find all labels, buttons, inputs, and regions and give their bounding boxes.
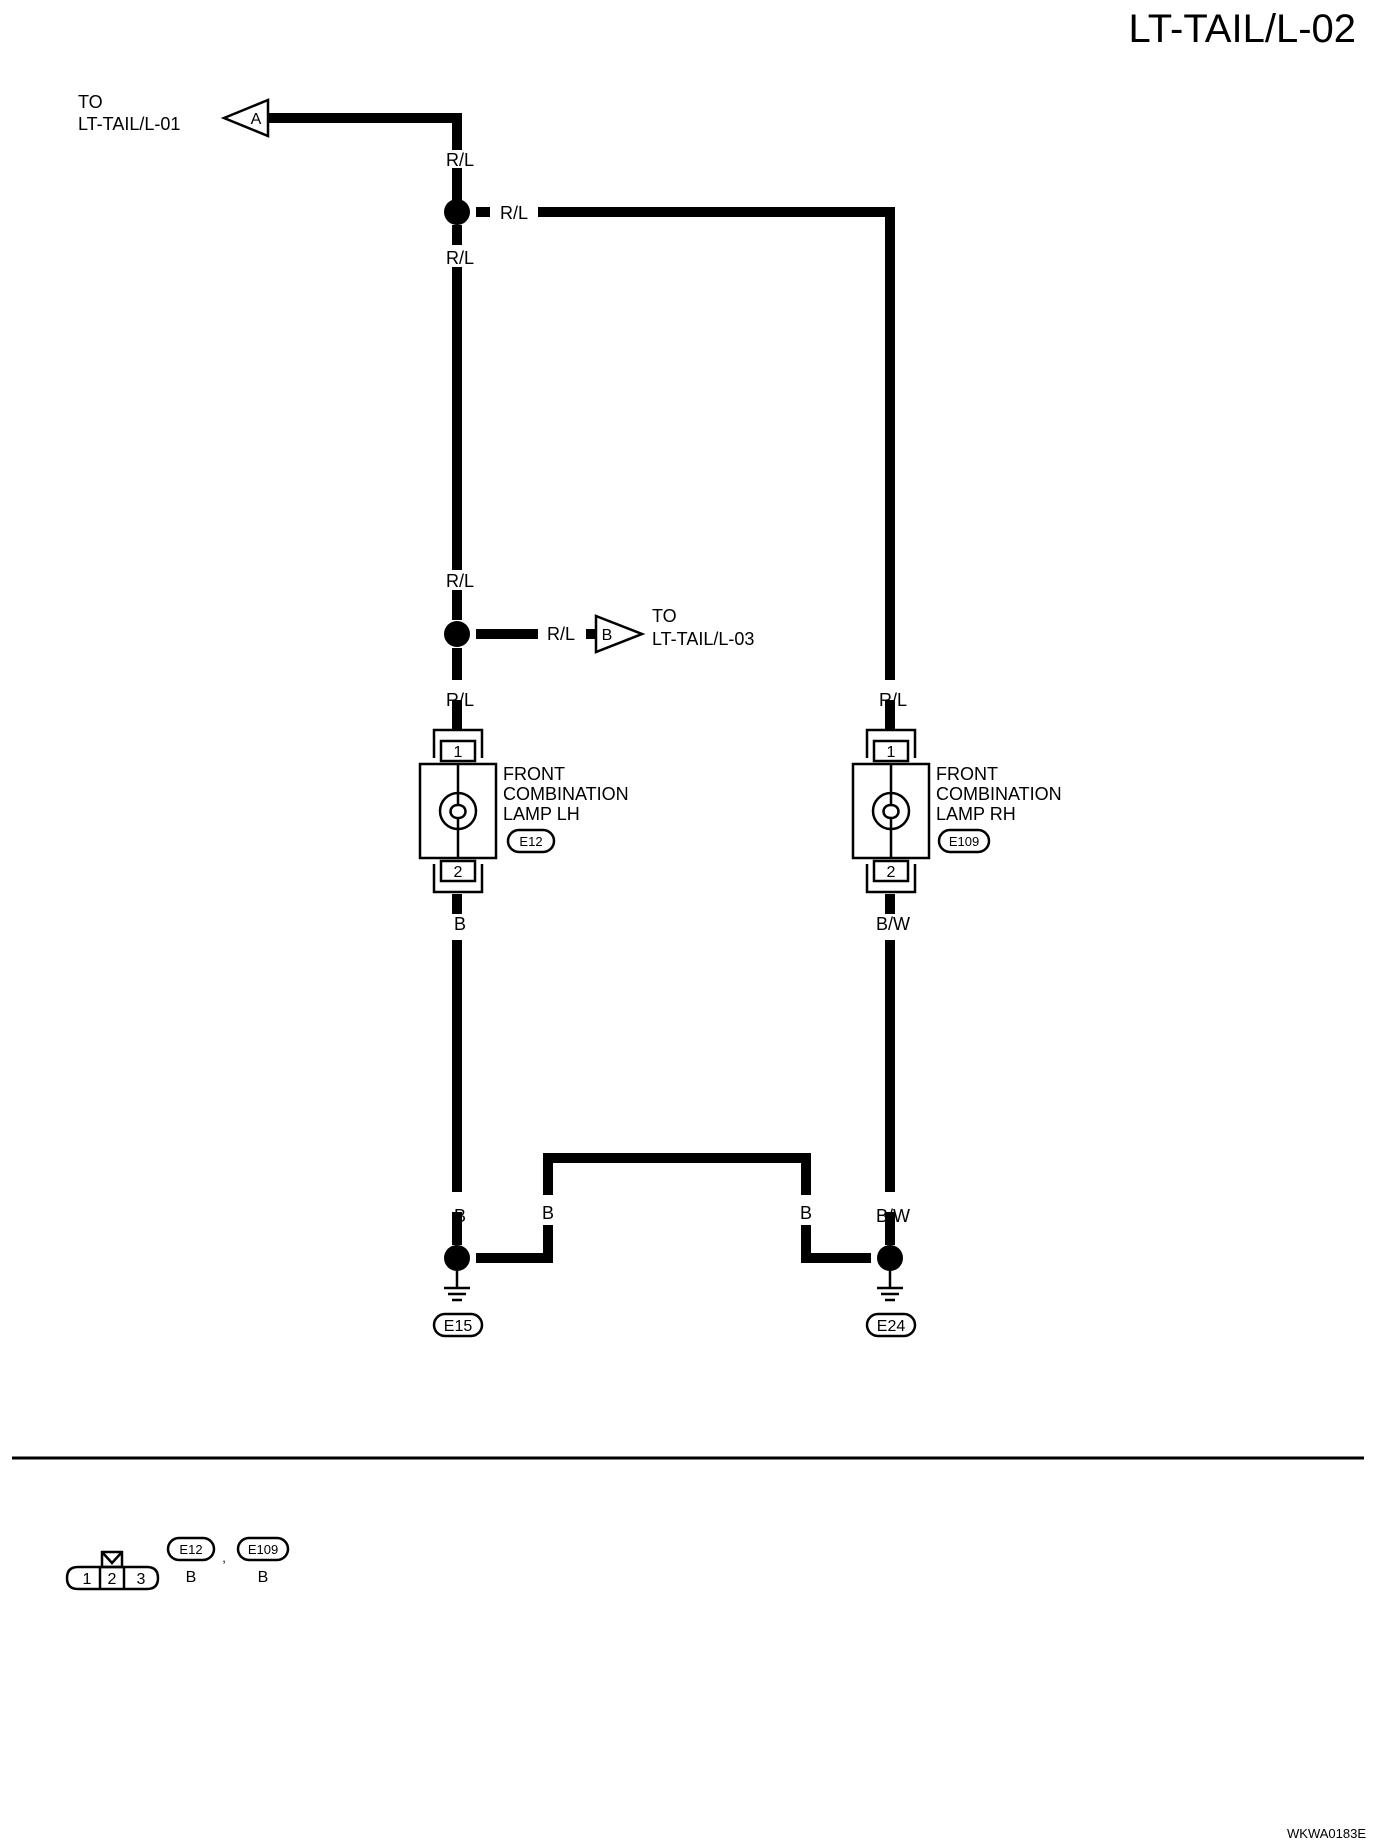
- wire-color-label: B/W: [876, 914, 910, 934]
- wire-color-label: B: [542, 1203, 554, 1223]
- lamp-lh-pin-top: 1: [454, 744, 463, 761]
- ground-e15[interactable]: E15: [432, 1271, 484, 1338]
- connector-legend: 1 2 3 E12 B , E109 B: [65, 1536, 290, 1591]
- wire-color-label: R/L: [446, 690, 474, 710]
- lamp-rh-connector-badge: [937, 828, 991, 854]
- connector-b-label-line1: TO: [652, 606, 677, 626]
- figure-code: WKWA0183E: [1287, 1826, 1366, 1841]
- connector-a-letter: A: [251, 111, 262, 128]
- lamp-rh-pin1-box: [872, 739, 910, 763]
- lamp-lh-connector-id: E12: [519, 834, 542, 849]
- connector-to-lt-tail-03[interactable]: B TO LT-TAIL/L-03: [594, 606, 754, 654]
- lamp-rh-label-line3: LAMP RH: [936, 804, 1016, 824]
- wire-color-label: R/L: [446, 571, 474, 591]
- legend-pin-2: 2: [108, 1571, 117, 1588]
- lamp-lh-label-line3: LAMP LH: [503, 804, 580, 824]
- wire-b-ground-bridge-left: [476, 1225, 553, 1263]
- wire-rl-to-lt-tail-01: [268, 113, 462, 150]
- ground-e24-badge: [865, 1312, 917, 1338]
- connector-b-letter: B: [602, 627, 613, 644]
- lamp-rh-pin2-housing: [865, 864, 917, 894]
- lamp-rh-pin-top: 1: [887, 744, 896, 761]
- connector-b-arrow-icon: [594, 614, 646, 654]
- legend-separator: ,: [222, 1550, 226, 1565]
- legend-pin-1: 1: [83, 1571, 92, 1588]
- lamp-rh-label-line2: COMBINATION: [936, 784, 1062, 804]
- connector-b-label-line2: LT-TAIL/L-03: [652, 629, 754, 649]
- splice-top: [444, 199, 470, 225]
- lamp-lh-pin-bottom: 2: [454, 864, 463, 881]
- bulb-filament-icon: [449, 764, 467, 858]
- lamp-rh-connector-id: E109: [949, 834, 979, 849]
- ground-e24-label: E24: [877, 1318, 906, 1335]
- wire-color-label: R/L: [500, 203, 528, 223]
- lamp-rh-label-line1: FRONT: [936, 764, 998, 784]
- wire-b-ground-bridge: [543, 1153, 811, 1195]
- connector-face-icon: [65, 1565, 160, 1591]
- ground-e15-badge: [432, 1312, 484, 1338]
- lamp-rh-pin-bottom: 2: [887, 864, 896, 881]
- wire-b-ground-bridge-right: [801, 1225, 871, 1263]
- wire-color-label: R/L: [879, 690, 907, 710]
- connector-lock-tab-mark: [101, 1551, 123, 1565]
- legend-connector-b-color: B: [258, 1569, 269, 1586]
- wire-color-label: R/L: [446, 150, 474, 170]
- wire-rl-to-lamp-rh: [538, 207, 895, 680]
- bulb-filament-icon: [882, 764, 900, 858]
- connector-a-arrow-icon: [220, 98, 270, 138]
- legend-connector-b-badge: [236, 1536, 290, 1562]
- splice-ground-left: [444, 1245, 470, 1271]
- wire-color-label: R/L: [547, 624, 575, 644]
- lamp-lh-pin2-box: [439, 859, 477, 883]
- lamp-lh-pin1-housing: [432, 728, 484, 758]
- page-title: LT-TAIL/L-02: [1129, 7, 1357, 51]
- connector-lock-tab-icon: [100, 1550, 124, 1569]
- wire-color-label: R/L: [446, 248, 474, 268]
- splice-ground-right: [877, 1245, 903, 1271]
- lamp-rh-pin2-box: [872, 859, 910, 883]
- splice-middle: [444, 621, 470, 647]
- wire-color-label: B: [454, 914, 466, 934]
- lamp-rh-pin1-housing: [865, 728, 917, 758]
- wire-color-label: B: [800, 1203, 812, 1223]
- legend-connector-a-badge: [166, 1536, 216, 1562]
- connector-a-label-line2: LT-TAIL/L-01: [78, 114, 180, 134]
- lamp-lh-label-line1: FRONT: [503, 764, 565, 784]
- front-combination-lamp-lh[interactable]: 1 2 FRONT COMBINATION LAMP LH E12: [418, 728, 629, 894]
- legend-connector-a-color: B: [186, 1569, 197, 1586]
- lamp-lh-pin2-housing: [432, 864, 484, 894]
- lamp-lh-pin1-box: [439, 739, 477, 763]
- connector-a-label-line1: TO: [78, 92, 103, 112]
- ground-e15-label: E15: [444, 1318, 473, 1335]
- ground-e24[interactable]: E24: [865, 1271, 917, 1338]
- connector-to-lt-tail-01[interactable]: A TO LT-TAIL/L-01: [78, 92, 270, 138]
- legend-pin-3: 3: [137, 1571, 146, 1588]
- lamp-lh-label-line2: COMBINATION: [503, 784, 629, 804]
- legend-connector-a-id: E12: [179, 1542, 202, 1557]
- wire-color-label: B/W: [876, 1206, 910, 1226]
- legend-connector-b-id: E109: [248, 1542, 278, 1557]
- front-combination-lamp-rh[interactable]: 1 2 FRONT COMBINATION LAMP RH E109: [851, 728, 1062, 894]
- lamp-lh-connector-badge: [506, 828, 556, 854]
- wire-color-label: B: [454, 1206, 466, 1226]
